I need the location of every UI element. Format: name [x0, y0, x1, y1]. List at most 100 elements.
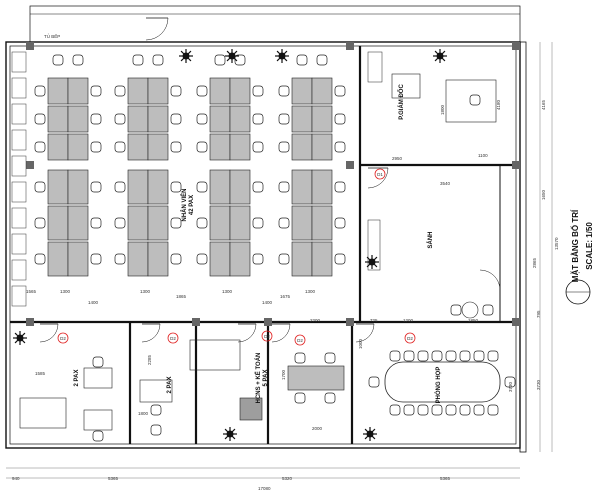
column: [346, 42, 354, 50]
office-chair: [459, 350, 471, 362]
storage-cabinet: [11, 207, 27, 229]
office-chair: [34, 253, 46, 265]
room-label-director: P.GIÁM ĐỐC: [398, 84, 405, 120]
office-chair: [196, 141, 208, 153]
door-tag-text: D1: [377, 172, 383, 177]
room-label-accounting: HCNS + KẾ TOÁN: [255, 353, 262, 404]
plant: [225, 49, 239, 63]
room-label-lobby: SẢNH: [427, 231, 434, 248]
room-label-meeting: PHÒNG HỌP: [434, 367, 442, 404]
dim-acc-c: 2000: [312, 426, 323, 431]
plant-pot: [436, 52, 444, 60]
office-chair: [252, 113, 264, 125]
dim-right-side: 795: [536, 310, 541, 318]
door-tag: D2: [261, 330, 273, 342]
column: [346, 161, 354, 169]
storage-cabinet: [11, 181, 27, 203]
office-chair: [150, 404, 162, 416]
dim-bottom-a: 5365: [108, 476, 119, 481]
office-chair: [92, 430, 104, 442]
office-chair: [252, 85, 264, 97]
desk: [47, 105, 69, 133]
office-chair: [389, 350, 401, 362]
plant: [275, 49, 289, 63]
storage-cabinet: [11, 51, 27, 73]
dim-right-upper: 1650: [541, 189, 546, 200]
desk: [47, 77, 69, 105]
dim-office-a: 1585: [35, 371, 46, 376]
office-chair: [431, 404, 443, 416]
office-chair: [52, 54, 64, 66]
dim-right-total: 13570: [554, 237, 559, 250]
office-chair: [431, 350, 443, 362]
sofa: [19, 397, 67, 429]
room-label-office-mid: 2 PAX: [167, 377, 173, 394]
dim-meet-c: 1200: [403, 318, 414, 323]
office-chair: [90, 217, 102, 229]
office-chair: [324, 392, 336, 404]
furniture: [11, 51, 516, 442]
dim-meet-d: 1850: [468, 318, 479, 323]
storage-cabinet: [11, 233, 27, 255]
office-chair: [170, 253, 182, 265]
plant: [433, 49, 447, 63]
plant-pot: [368, 258, 376, 266]
storage-cabinet: [11, 129, 27, 151]
office-chair: [504, 376, 516, 388]
desk: [83, 409, 113, 431]
plant: [223, 427, 237, 441]
desk: [209, 241, 231, 277]
office-chair: [114, 141, 126, 153]
desk: [209, 133, 231, 161]
desk: [127, 105, 149, 133]
storage-cabinet: [11, 103, 27, 125]
door-swing: [141, 323, 161, 343]
dim-row-b: 1565: [26, 289, 37, 294]
office-chair: [34, 181, 46, 193]
door-swing: [479, 269, 501, 291]
office-chair: [487, 404, 499, 416]
office-chair: [334, 85, 346, 97]
door: [479, 269, 501, 291]
column: [192, 318, 200, 326]
desk: [229, 77, 251, 105]
dim-meet-e: 3730: [508, 381, 513, 392]
office-chair: [170, 181, 182, 193]
desk: [311, 77, 333, 105]
dim-acc-b: 1700: [281, 369, 286, 380]
dim-office-c: 2285: [147, 354, 152, 365]
dim-bottom-c: 5365: [440, 476, 451, 481]
office-chair: [389, 404, 401, 416]
office-chair: [473, 404, 485, 416]
desk: [311, 105, 333, 133]
office-chair: [403, 404, 415, 416]
door-tag: D2: [404, 332, 416, 344]
dim-desk-1: 1300: [60, 289, 71, 294]
dim-gap-1: 1400: [88, 300, 99, 305]
office-chair: [278, 181, 290, 193]
door-swing: [355, 323, 375, 343]
office-chair: [334, 113, 346, 125]
desk: [67, 105, 89, 133]
desk: [209, 105, 231, 133]
dim-bottom-b: 5320: [282, 476, 293, 481]
door: [39, 323, 59, 343]
column: [26, 42, 34, 50]
office-chair: [196, 113, 208, 125]
office-chair: [316, 54, 328, 66]
office-chair: [278, 253, 290, 265]
office-chair: [170, 217, 182, 229]
desk: [209, 77, 231, 105]
desk: [139, 379, 173, 403]
desk: [311, 205, 333, 241]
desk: [229, 169, 251, 205]
desk: [291, 77, 313, 105]
dim-right-mid: 2865: [532, 257, 537, 268]
director-sofa: [391, 73, 421, 99]
desk: [229, 105, 251, 133]
office-chair: [114, 253, 126, 265]
right-wing: [519, 41, 527, 453]
door: [145, 17, 169, 41]
office-chair: [170, 141, 182, 153]
